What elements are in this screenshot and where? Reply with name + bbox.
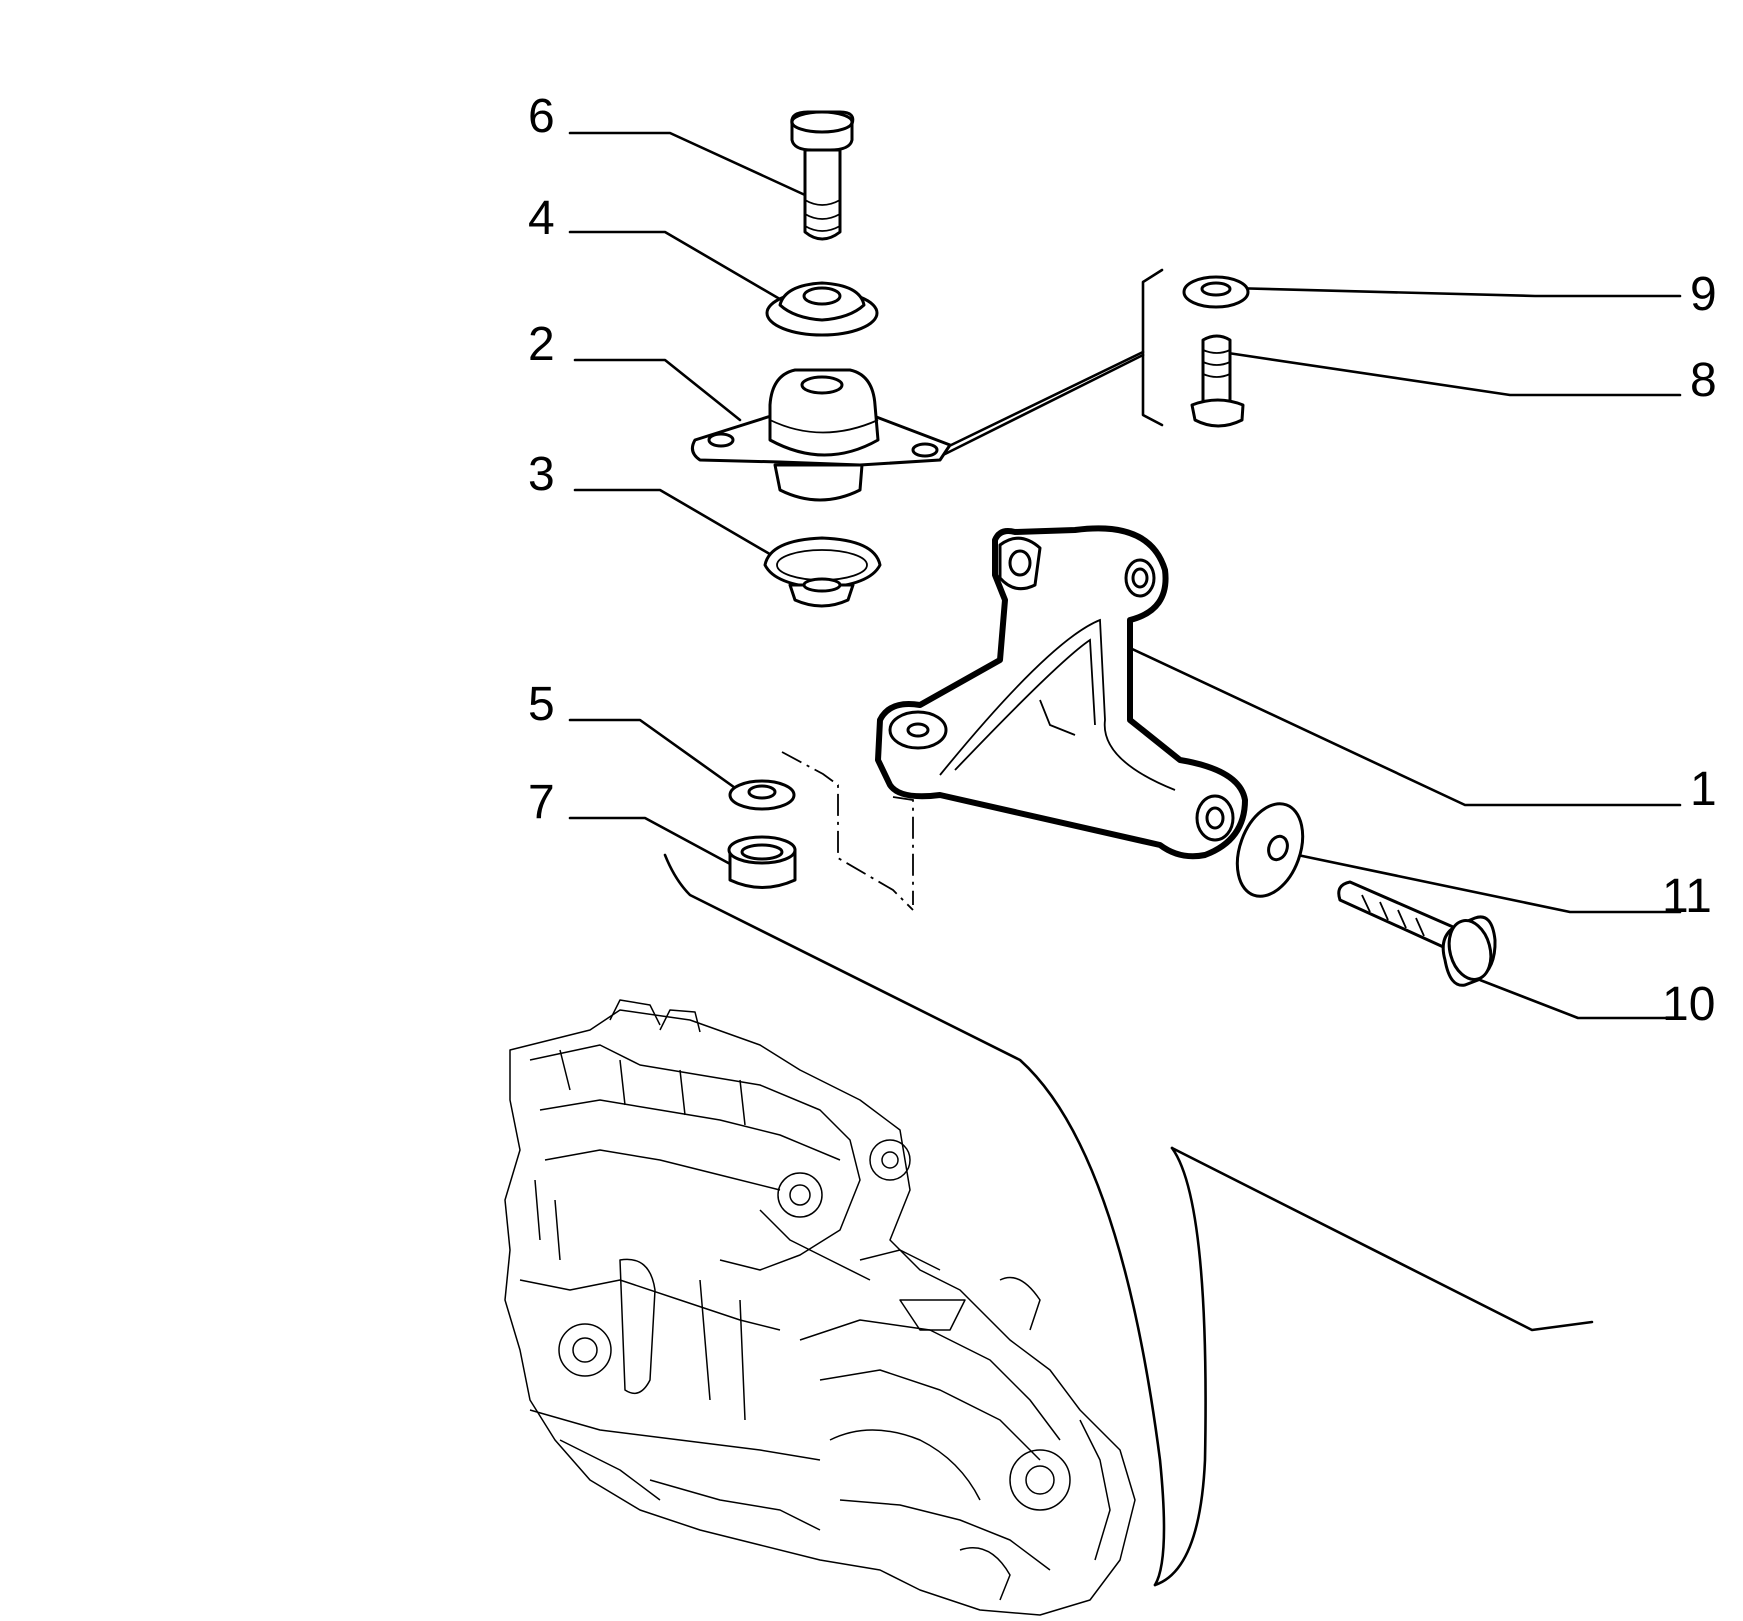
callout-9: 9 [1690,268,1717,321]
engine-mount-part-2 [690,368,952,502]
callout-5: 5 [528,678,555,731]
washer-part-11 [1235,802,1305,898]
callout-1: 1 [1690,763,1717,816]
bolt-part-10 [1337,880,1497,987]
spacer-part-7 [727,835,797,889]
bolt-part-6 [790,110,855,241]
washer-part-9 [1182,275,1250,309]
callout-4: 4 [528,192,555,245]
callout-3: 3 [528,448,555,501]
callout-10: 10 [1662,978,1715,1031]
cup-washer-part-3 [763,536,882,608]
washer-part-4 [765,281,879,337]
leader-lines [568,131,1682,1020]
washer-part-5 [728,779,796,811]
callout-2: 2 [528,318,555,371]
location-arrows [663,853,1594,1587]
bolt-part-8 [1190,334,1245,428]
engine-assembly-illustration [504,999,1136,1616]
callout-8: 8 [1690,354,1717,407]
callout-6: 6 [528,90,555,143]
callout-11: 11 [1662,870,1712,923]
callout-7: 7 [528,776,555,829]
bracket-part-1 [875,525,1248,860]
